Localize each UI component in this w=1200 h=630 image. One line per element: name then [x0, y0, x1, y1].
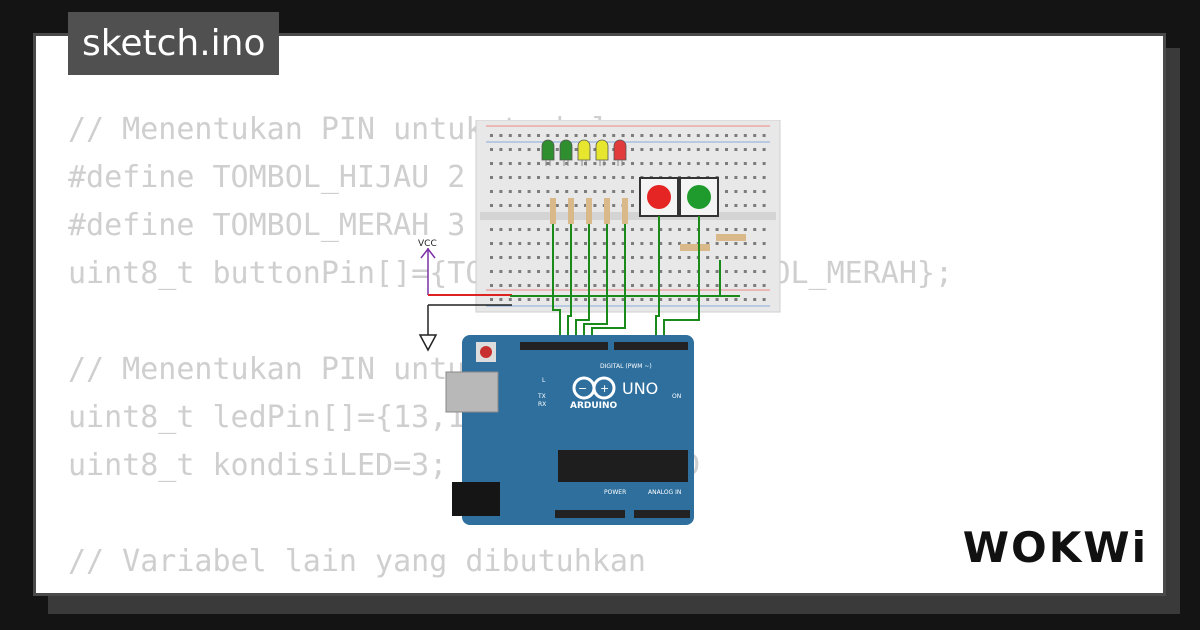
power-jack	[452, 482, 500, 516]
board-name: UNO	[622, 379, 658, 398]
rx-label: RX	[538, 401, 546, 408]
led-group	[541, 139, 627, 166]
wire	[575, 224, 590, 342]
l-label: L	[542, 377, 546, 384]
wire	[583, 224, 608, 342]
analog-label: ANALOG IN	[648, 489, 681, 496]
wokwi-logo: WOKWi	[962, 523, 1148, 572]
code-line: #define TOMBOL_MERAH 3	[68, 208, 466, 243]
wire	[655, 216, 660, 342]
digital-label: DIGITAL (PWM ~)	[600, 363, 652, 370]
wire	[663, 216, 700, 342]
file-tab[interactable]: sketch.ino	[68, 12, 280, 75]
push-buttons	[639, 177, 719, 217]
microcontroller-chip	[558, 450, 688, 482]
tx-label: TX	[537, 393, 546, 400]
arduino-uno-board: − + UNO ARDUINO DIGITAL (PWM ~) POWER AN…	[445, 335, 694, 525]
reset-button[interactable]	[480, 346, 492, 358]
vcc-label: VCC	[418, 239, 437, 249]
code-line: uint32_t lastChangeTime[]={0,0};	[68, 586, 953, 593]
code-line: #define TOMBOL_HIJAU 2	[68, 160, 466, 195]
on-label: ON	[672, 393, 681, 400]
button-green[interactable]	[687, 185, 711, 209]
wire	[567, 224, 572, 342]
power-label: POWER	[604, 489, 626, 496]
led	[613, 139, 627, 161]
led	[559, 139, 573, 161]
svg-text:+: +	[600, 382, 609, 395]
power-symbols: VCC	[418, 239, 512, 352]
circuit-diagram: VCC − + UNO ARDUINO DIGITAL (PWM ~) POWE…	[418, 120, 781, 525]
led	[577, 139, 591, 161]
resistor-group	[550, 198, 746, 251]
svg-text:−: −	[578, 382, 587, 395]
usb-port	[445, 371, 499, 413]
led	[541, 139, 555, 161]
wire	[552, 224, 561, 342]
code-line: // Variabel lain yang dibutuhkan	[68, 544, 646, 579]
led	[595, 139, 609, 161]
board-brand: ARDUINO	[570, 401, 618, 411]
button-red[interactable]	[647, 185, 671, 209]
